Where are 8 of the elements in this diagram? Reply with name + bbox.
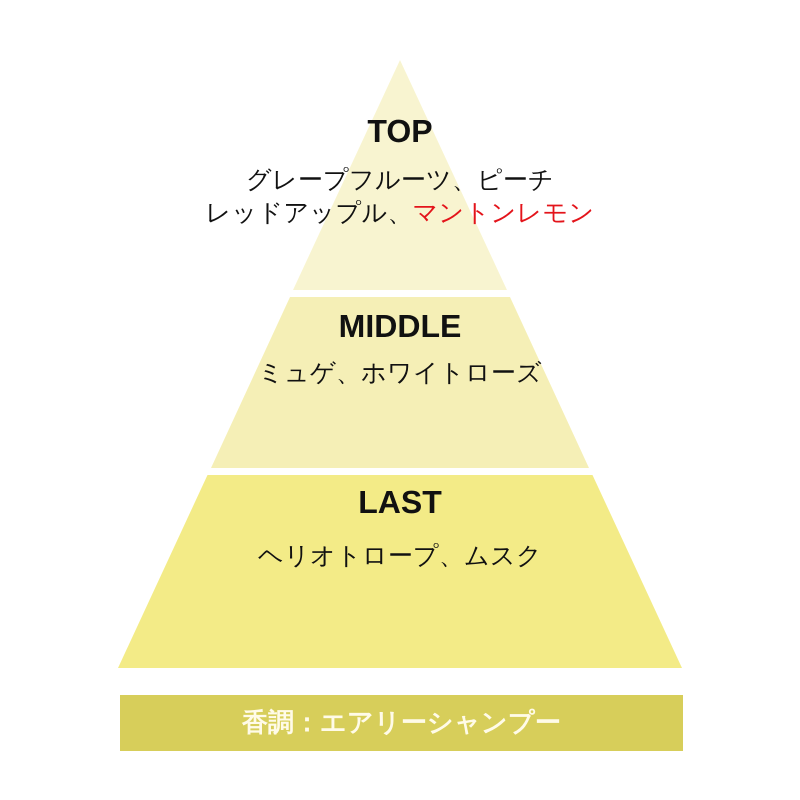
- banner-text: 香調：エアリーシャンプー: [242, 707, 561, 740]
- tier-heading: TOP: [367, 113, 433, 149]
- tier-heading: MIDDLE: [338, 308, 462, 344]
- note-list: グレープフルーツ、ピーチレッドアップル、マントンレモン: [200, 163, 600, 229]
- banner-bar: [120, 695, 683, 751]
- tier-heading: LAST: [358, 484, 442, 520]
- note-list: ミュゲ、ホワイトローズ: [258, 356, 542, 389]
- note-list: ヘリオトロープ、ムスク: [258, 539, 542, 572]
